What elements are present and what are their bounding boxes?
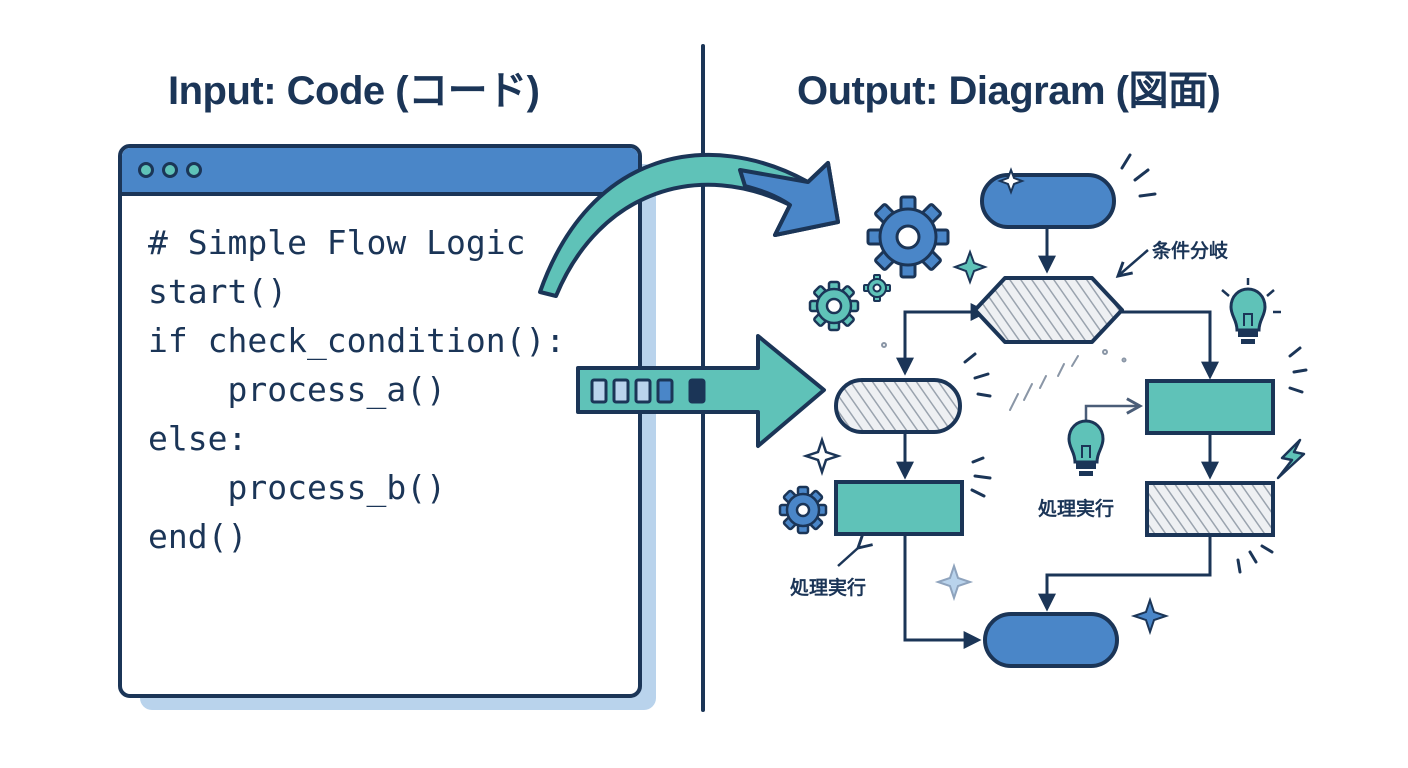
code-line: end() bbox=[148, 517, 248, 556]
window-titlebar bbox=[122, 148, 638, 196]
lightbulb-icon bbox=[1067, 419, 1105, 476]
window-dot-icon bbox=[138, 162, 154, 178]
connector-right-to-end bbox=[1038, 536, 1212, 612]
code-line: else: bbox=[148, 419, 248, 458]
code-line: if check_condition(): bbox=[148, 321, 566, 360]
end-terminal-node bbox=[983, 612, 1119, 668]
gear-icon bbox=[808, 280, 860, 332]
sparkle-icon bbox=[934, 562, 974, 602]
sparkle-icon bbox=[802, 436, 842, 476]
label-pointer-branch bbox=[1118, 249, 1149, 276]
connector-left-to-end bbox=[903, 533, 982, 649]
lightbulb-icon bbox=[1221, 278, 1281, 344]
code-line: # Simple Flow Logic bbox=[148, 223, 526, 262]
start-terminal-node bbox=[980, 173, 1116, 229]
curved-arrow-icon bbox=[538, 153, 840, 298]
code-window: # Simple Flow Logic start() if check_con… bbox=[118, 144, 642, 698]
window-dot-icon bbox=[162, 162, 178, 178]
gear-icon bbox=[778, 485, 828, 535]
straight-arrow-icon bbox=[576, 334, 826, 448]
output-heading: Output: Diagram (図面) bbox=[797, 69, 1221, 113]
texture-scribbles bbox=[881, 342, 1127, 411]
gear-icon bbox=[866, 195, 950, 279]
code-line: process_a() bbox=[148, 370, 447, 409]
sparkle-icon bbox=[952, 249, 988, 285]
process-label-left: 処理実行 bbox=[790, 577, 867, 599]
connector-decision-right bbox=[1120, 310, 1219, 380]
code-line: start() bbox=[148, 272, 288, 311]
left-process-pill-node bbox=[834, 378, 962, 434]
window-dot-icon bbox=[186, 162, 202, 178]
sparkle-icon bbox=[1130, 596, 1170, 636]
sparkle-icon bbox=[997, 167, 1025, 195]
right-hatched-node bbox=[1145, 481, 1275, 537]
motion-lines bbox=[963, 153, 1308, 574]
process-label-right: 処理実行 bbox=[1038, 498, 1115, 520]
lightning-icon bbox=[1276, 438, 1306, 480]
left-process-node bbox=[834, 480, 964, 536]
decision-node bbox=[973, 276, 1124, 344]
label-pointer-process bbox=[837, 548, 858, 567]
gear-icon bbox=[863, 274, 891, 302]
connector-decision-left bbox=[896, 310, 985, 376]
code-body: # Simple Flow Logic start() if check_con… bbox=[122, 196, 638, 561]
branch-label: 条件分岐 bbox=[1152, 240, 1229, 262]
input-heading: Input: Code (コード) bbox=[168, 69, 540, 113]
code-line: process_b() bbox=[148, 468, 447, 507]
right-process-node bbox=[1145, 379, 1275, 435]
